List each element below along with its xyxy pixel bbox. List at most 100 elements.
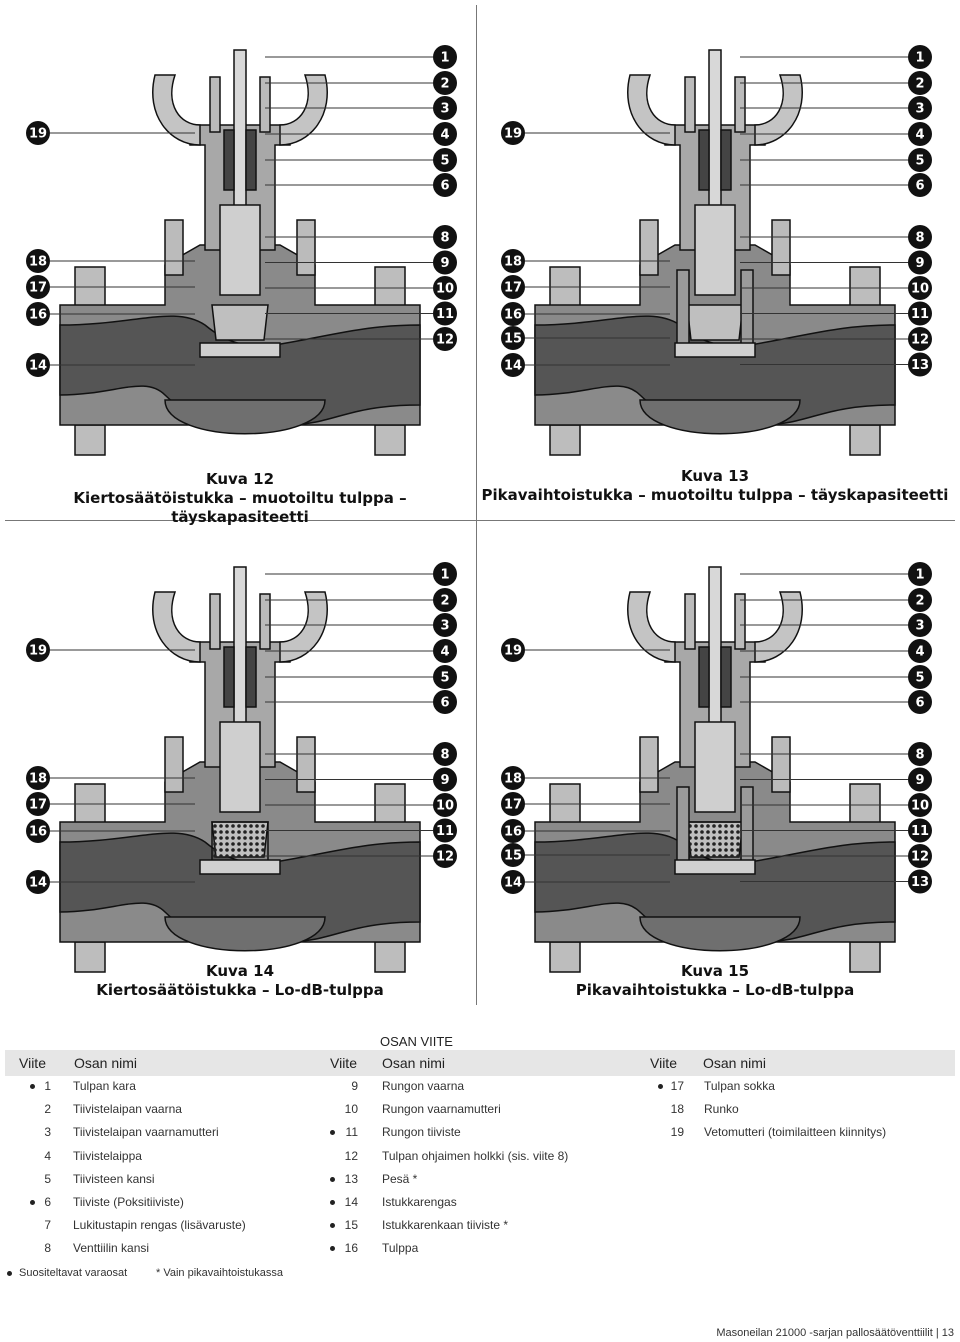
callout-badge [908, 767, 932, 792]
callout-badge [433, 148, 457, 172]
lodb-hole [213, 848, 217, 852]
lodb-hole [249, 854, 253, 858]
lodb-hole [237, 836, 241, 840]
lodb-hole [219, 842, 223, 846]
footnote-recommended: Suositeltavat varaosat [19, 1267, 128, 1279]
part-name: Istukkarenkaan tiiviste * [382, 1218, 509, 1233]
flange-right [849, 783, 881, 825]
part-name: Tiiviste (Poksitiiviste) [73, 1195, 184, 1209]
callout-badge [433, 844, 457, 868]
lodb-hole [231, 824, 235, 828]
callout-badge [908, 639, 932, 663]
callout-badge [433, 301, 457, 326]
valve-drawing [534, 49, 896, 456]
lodb-hole [700, 842, 704, 846]
packing-left [698, 129, 710, 191]
table-title: OSAN VIITE [380, 1034, 453, 1049]
lodb-hole [736, 854, 740, 858]
part-name: Tulpan ohjaimen holkki (sis. viite 8) [382, 1148, 569, 1163]
part-ref-number: 16 [344, 1241, 358, 1256]
lodb-hole [700, 824, 704, 828]
part-name: Tulpan sokka [704, 1079, 775, 1093]
lodb-hole [231, 836, 235, 840]
lodb-hole [718, 830, 722, 834]
lodb-hole [694, 848, 698, 852]
part-name: Venttiilin kansi [73, 1241, 150, 1256]
lodb-hole [730, 854, 734, 858]
callout-label: 6 [915, 696, 924, 711]
callout-label: 1 [440, 51, 449, 66]
bullet-icon [7, 1271, 12, 1276]
lodb-hole [243, 836, 247, 840]
lodb-hole [225, 842, 229, 846]
cage-left [676, 786, 690, 868]
caption-subtitle: Kiertosäätöistukka – Lo-dB-tulppa [96, 981, 384, 999]
callout-label: 11 [436, 307, 454, 322]
gland-stud-left [684, 593, 696, 650]
part-ref-number: 7 [44, 1218, 51, 1233]
footnote-star: * Vain pikavaihtoistukassa [156, 1267, 283, 1279]
header-name-1: Osan nimi [74, 1055, 138, 1071]
callout-badge [26, 275, 50, 299]
flange-right [374, 783, 406, 825]
part-ref-number: 11 [345, 1125, 358, 1140]
callout-label: 17 [504, 798, 522, 813]
callout-badge [501, 249, 525, 273]
body-stud-left [164, 219, 184, 276]
callout-badge [908, 818, 932, 843]
callout-label: 8 [915, 231, 924, 246]
callout-label: 5 [915, 671, 924, 686]
callout-label: 8 [440, 748, 449, 763]
callout-label: 2 [440, 594, 449, 609]
lodb-hole [237, 848, 241, 852]
lodb-hole [712, 836, 716, 840]
callout-label: 5 [915, 154, 924, 169]
callout-label: 6 [915, 179, 924, 194]
callout-badge [908, 71, 932, 95]
caption-subtitle: Pikavaihtoistukka – muotoiltu tulppa – t… [481, 486, 949, 504]
part-name: Tiivisteen kansi [73, 1171, 155, 1186]
callout-badge [501, 766, 525, 790]
callout-label: 17 [29, 798, 47, 813]
lodb-hole [261, 836, 265, 840]
callout-label: 15 [504, 332, 522, 347]
lodb-hole [712, 842, 716, 846]
callout-label: 11 [436, 824, 454, 839]
callout-label: 5 [440, 154, 449, 169]
callout-badge [501, 302, 525, 326]
lodb-hole [249, 830, 253, 834]
lodb-hole [706, 848, 710, 852]
body-stud-right [771, 219, 791, 276]
callout-label: 8 [440, 231, 449, 246]
callout-label: 14 [504, 359, 522, 374]
callout-badge [908, 96, 932, 120]
lodb-hole [219, 824, 223, 828]
lodb-hole [724, 854, 728, 858]
bullet-icon [330, 1176, 335, 1182]
part-name: Rungon vaarnamutteri [382, 1102, 501, 1117]
valve-drawing [59, 566, 421, 973]
callout-badge [433, 767, 457, 792]
part-ref-number: 4 [44, 1148, 51, 1163]
part-name: Pesä * [382, 1171, 418, 1186]
lodb-hole [261, 830, 265, 834]
callout-badge [908, 869, 932, 894]
header-ref-3: Viite [650, 1055, 677, 1071]
lodb-hole [237, 854, 241, 858]
callout-label: 18 [504, 772, 522, 787]
lodb-hole [213, 854, 217, 858]
callout-badge [26, 249, 50, 273]
lodb-hole [249, 836, 253, 840]
callout-badge [433, 225, 457, 249]
callout-label: 18 [504, 255, 522, 270]
lodb-hole [213, 824, 217, 828]
gland-stud-right [259, 76, 271, 133]
yoke-left [627, 74, 676, 146]
part-ref-number: 8 [44, 1241, 51, 1256]
flange-bottom-right [849, 424, 881, 456]
callout-badge [908, 173, 932, 197]
callout-label: 11 [911, 307, 929, 322]
part-ref-number: 13 [344, 1171, 358, 1186]
